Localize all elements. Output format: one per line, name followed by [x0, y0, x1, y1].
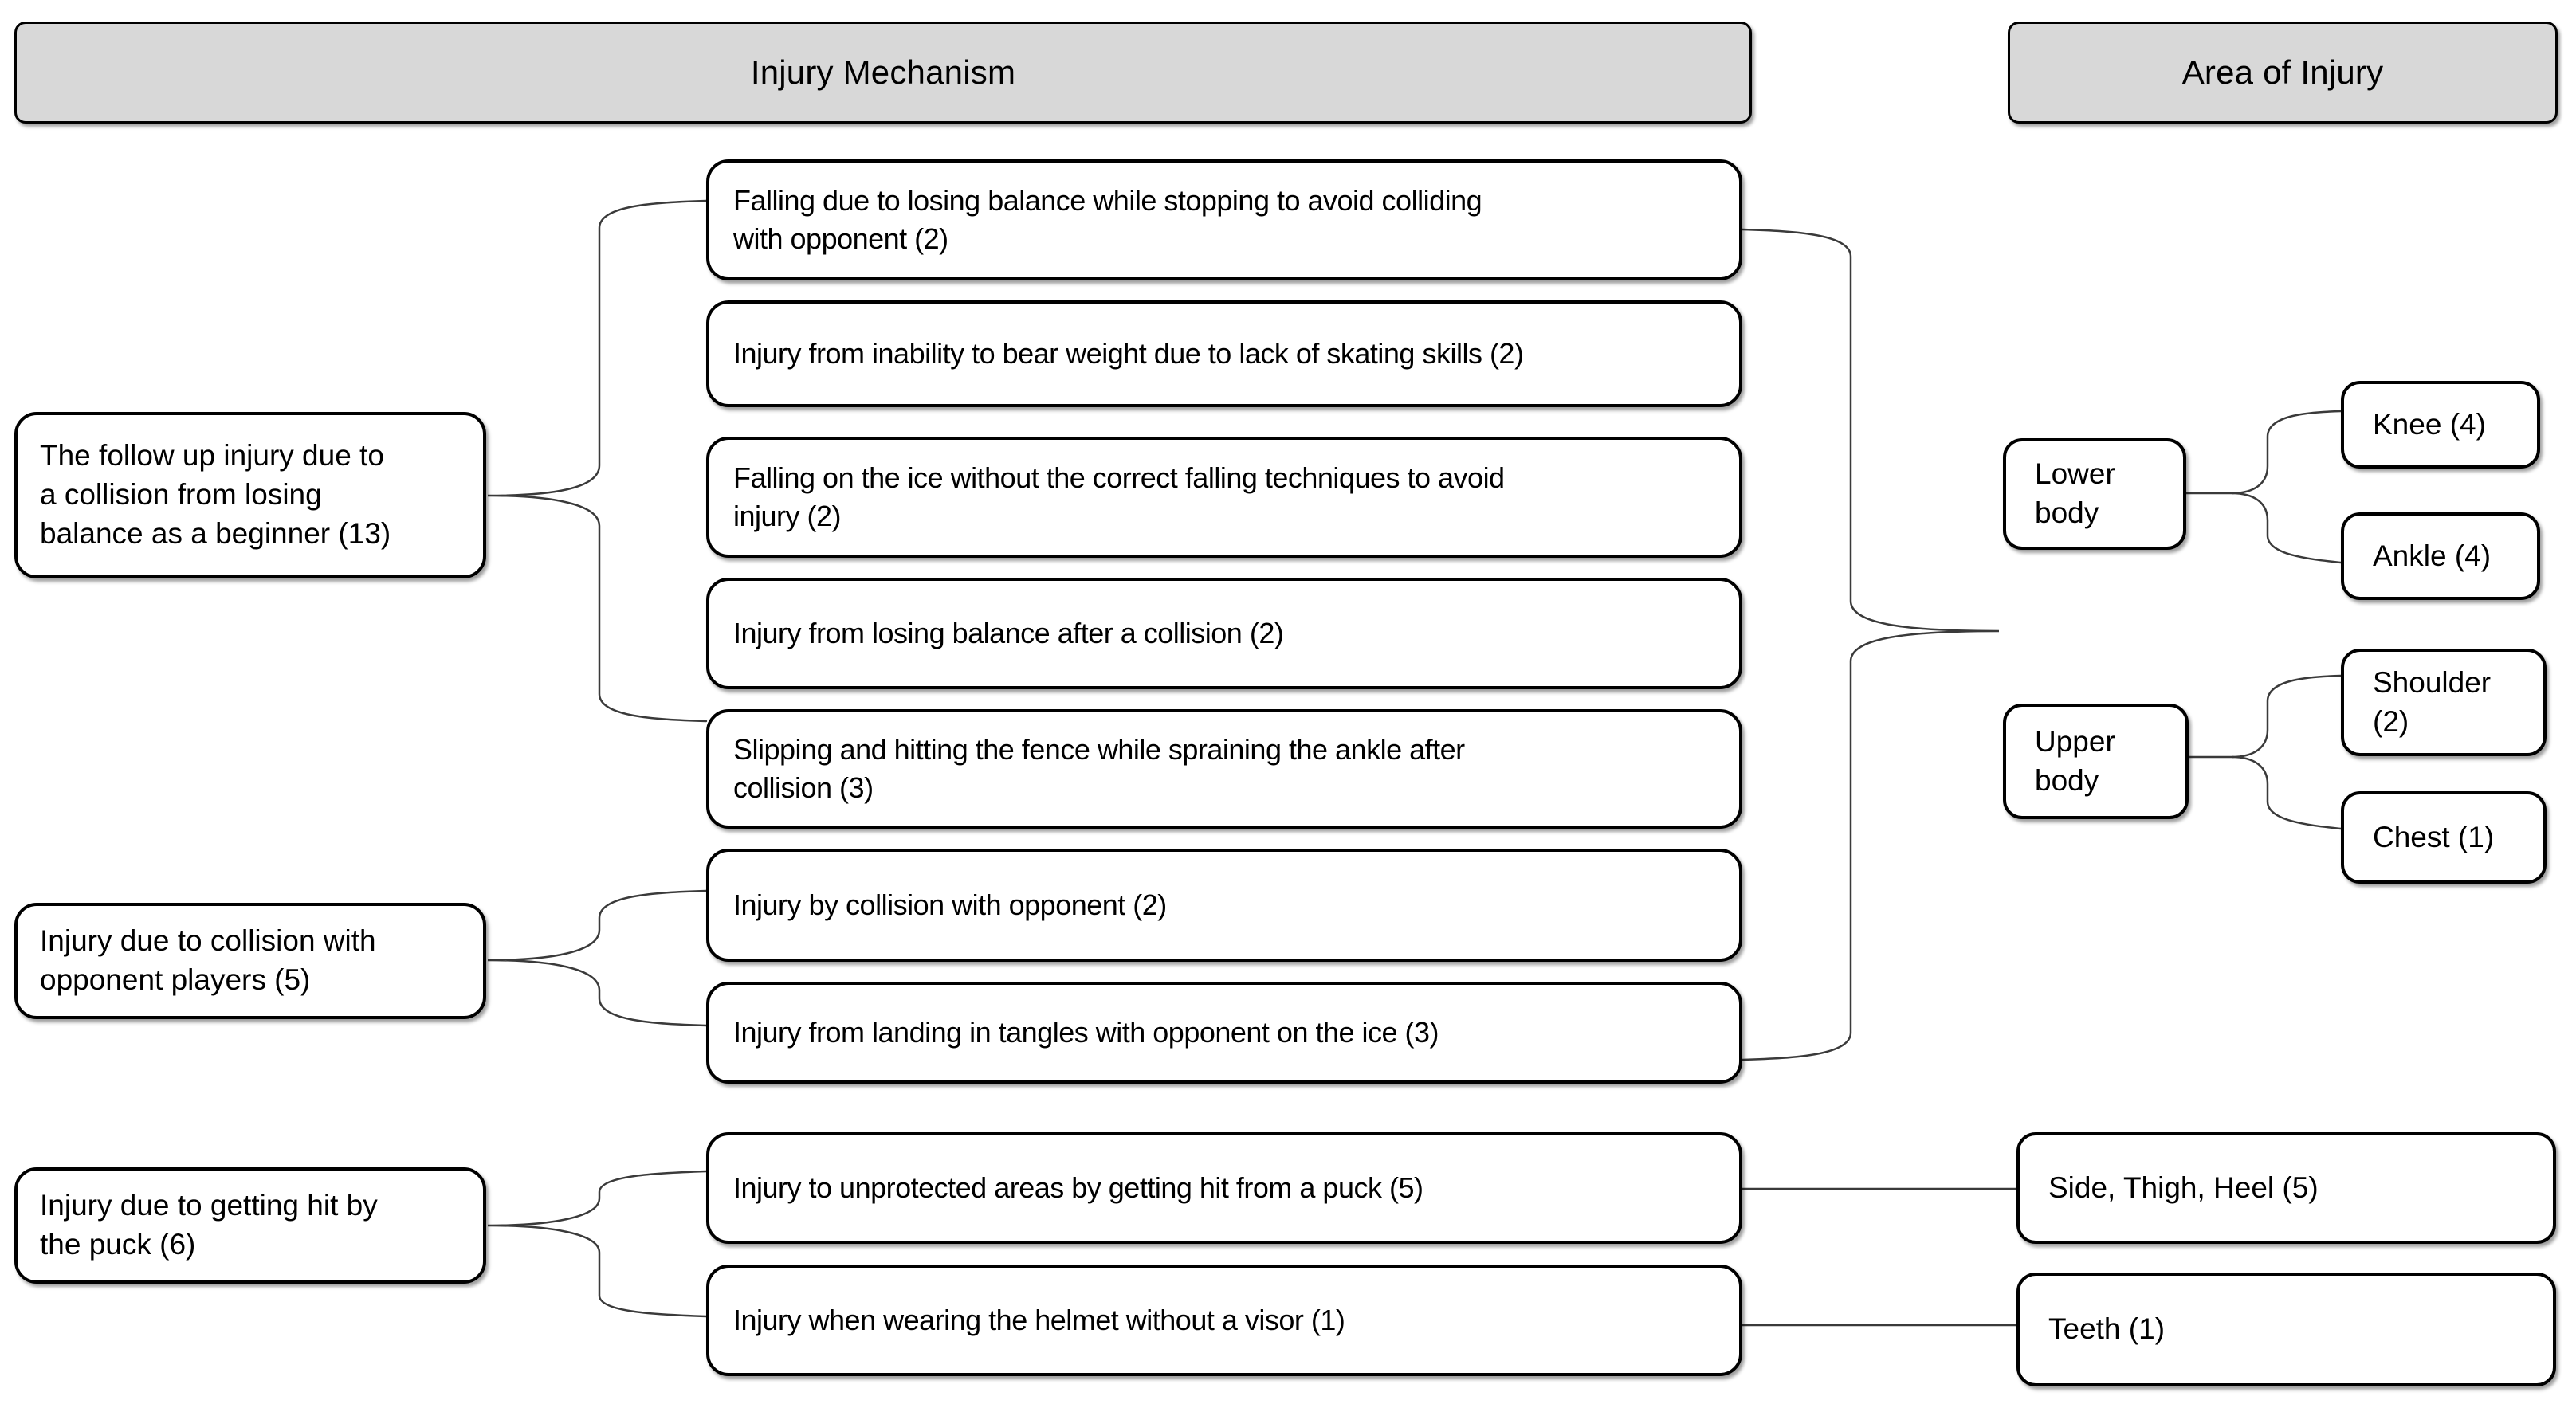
- mechanism-box-falling-without-technique: Falling on the ice without the correct f…: [706, 437, 1742, 558]
- category-box-collision-opponent-players: Injury due to collision with opponent pl…: [14, 903, 486, 1019]
- brace-category3-mechanisms: [487, 1170, 708, 1318]
- mechanism-box-helmet-without-visor: Injury when wearing the helmet without a…: [706, 1265, 1742, 1376]
- area-box-teeth: Teeth (1): [2016, 1273, 2556, 1386]
- header-area-of-injury-label: Area of Injury: [2181, 53, 2384, 92]
- area-box-knee: Knee (4): [2341, 381, 2540, 469]
- brace-mechanisms-bodyareas: [1741, 228, 2000, 1061]
- mechanism-box-landing-in-tangles: Injury from landing in tangles with oppo…: [706, 982, 1742, 1084]
- brace-upperbody-parts: [2231, 674, 2342, 830]
- mechanism-box-falling-losing-balance-stopping: Falling due to losing balance while stop…: [706, 159, 1742, 280]
- area-box-lower-body: Lower body: [2003, 438, 2186, 550]
- mechanism-box-collision-with-opponent: Injury by collision with opponent (2): [706, 849, 1742, 962]
- header-injury-mechanism-label: Injury Mechanism: [750, 53, 1016, 92]
- category-box-followup-collision-beginner: The follow up injury due to a collision …: [14, 412, 486, 578]
- mechanism-box-inability-bear-weight: Injury from inability to bear weight due…: [706, 300, 1742, 407]
- area-box-shoulder: Shoulder (2): [2341, 649, 2547, 756]
- area-box-ankle: Ankle (4): [2341, 512, 2540, 600]
- brace-category1-mechanisms: [487, 199, 708, 723]
- mechanism-box-losing-balance-after-collision: Injury from losing balance after a colli…: [706, 578, 1742, 689]
- area-box-side-thigh-heel: Side, Thigh, Heel (5): [2016, 1132, 2556, 1244]
- header-area-of-injury: Area of Injury: [2008, 22, 2558, 124]
- mechanism-box-slipping-hitting-fence: Slipping and hitting the fence while spr…: [706, 709, 1742, 829]
- brace-lowerbody-parts: [2231, 410, 2342, 564]
- header-injury-mechanism: Injury Mechanism: [14, 22, 1752, 124]
- mechanism-box-unprotected-areas-puck: Injury to unprotected areas by getting h…: [706, 1132, 1742, 1244]
- area-box-upper-body: Upper body: [2003, 704, 2189, 819]
- category-box-hit-by-puck: Injury due to getting hit by the puck (6…: [14, 1167, 486, 1284]
- brace-category2-mechanisms: [487, 889, 708, 1027]
- area-box-chest: Chest (1): [2341, 791, 2547, 884]
